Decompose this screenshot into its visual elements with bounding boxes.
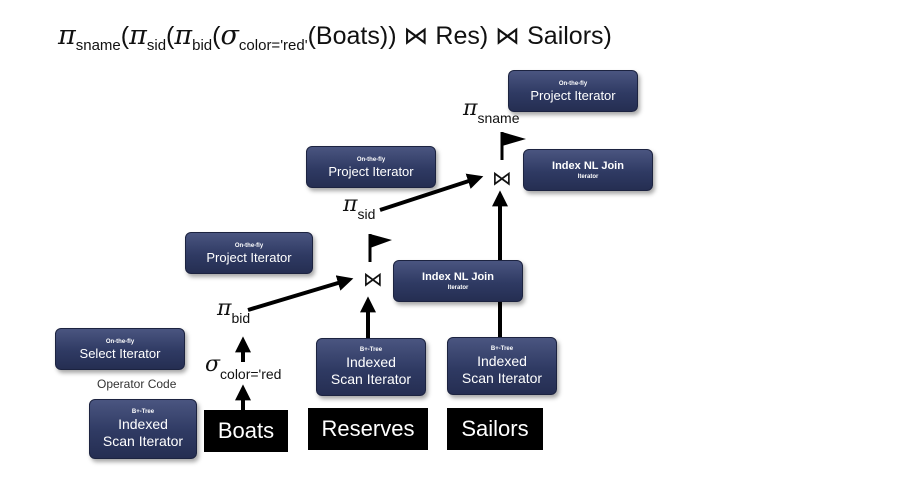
arrow-project-bid-to-join — [247, 275, 354, 312]
sigma-symbol: σ — [220, 20, 239, 51]
project-bid-operator: πbid — [217, 296, 251, 326]
flag-join-mid — [368, 234, 392, 262]
project-iterator-top: On-the-fly Project Iterator — [508, 70, 638, 112]
indexed-scan-reserves: B+-Tree Indexed Scan Iterator — [316, 338, 426, 396]
project-iterator-sid: On-the-fly Project Iterator — [306, 146, 436, 188]
indexed-scan-boats: B+-Tree Indexed Scan Iterator — [89, 399, 197, 459]
pi-symbol: π — [129, 20, 147, 51]
select-color-operator: σcolor='red — [205, 352, 282, 382]
project-iterator-bid: On-the-fly Project Iterator — [185, 232, 313, 274]
arrow-project-sid-to-join — [379, 173, 484, 212]
join-top-operator: ⋈ — [492, 168, 512, 190]
table-boats: Boats — [204, 410, 288, 452]
index-nl-join-mid: Index NL Join Iterator — [393, 260, 523, 302]
project-sid-operator: πsid — [343, 192, 376, 222]
flag-join-top — [500, 132, 526, 160]
pi-symbol: π — [58, 20, 76, 51]
project-sname-operator: πsname — [463, 96, 520, 126]
relational-algebra-expression: πsname(πsid(πbid(σcolor='red'(Boats)) ⋈ … — [58, 20, 612, 54]
join-mid-operator: ⋈ — [363, 269, 383, 291]
index-nl-join-top: Index NL Join Iterator — [523, 149, 653, 191]
indexed-scan-sailors: B+-Tree Indexed Scan Iterator — [447, 337, 557, 395]
table-sailors: Sailors — [447, 408, 543, 450]
select-iterator: On-the-fly Select Iterator — [55, 328, 185, 370]
pi-symbol: π — [174, 20, 193, 51]
operator-code-caption: Operator Code — [97, 377, 177, 391]
table-reserves: Reserves — [308, 408, 428, 450]
